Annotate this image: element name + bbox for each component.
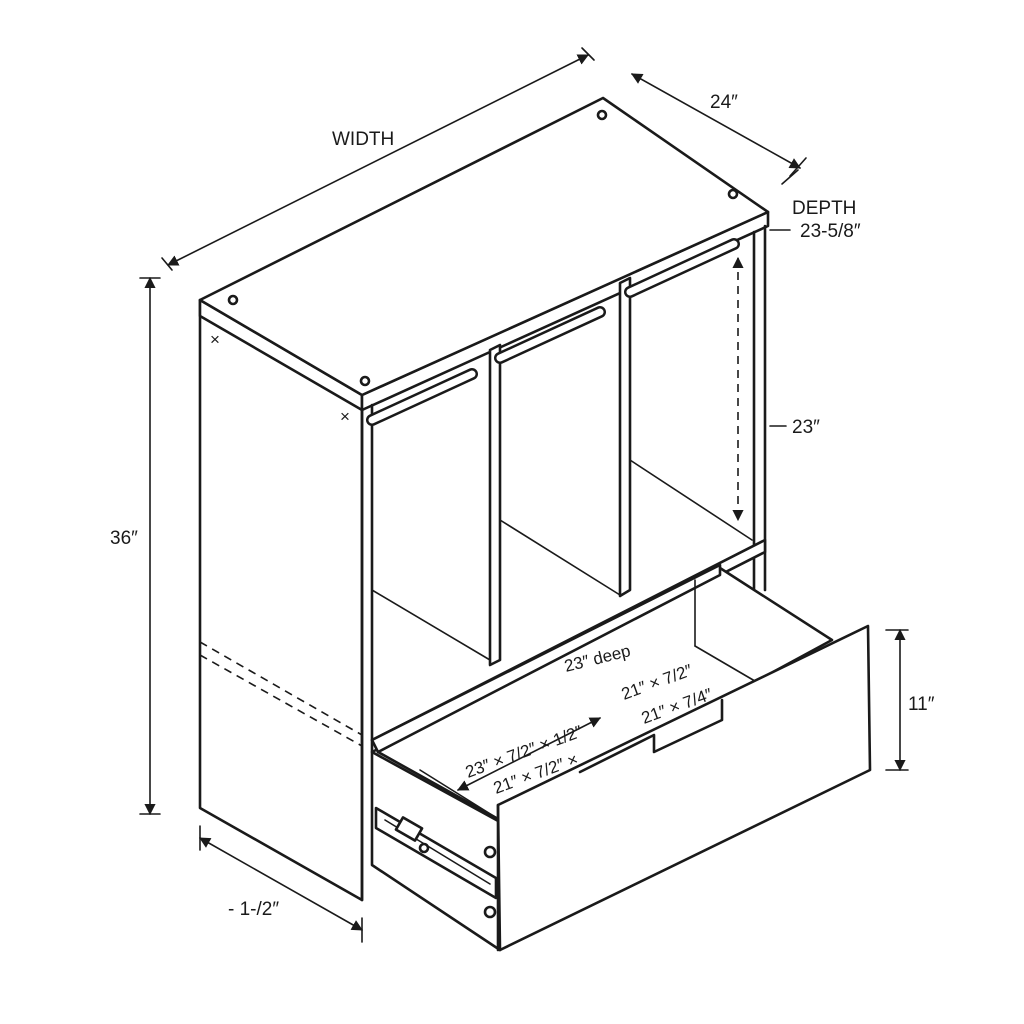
screw-hole-icon <box>227 294 239 306</box>
left-cubby-floor-line <box>371 589 491 661</box>
hanging-rod-left <box>366 368 478 426</box>
divider-left <box>488 343 502 667</box>
x-mark-icon: × <box>210 330 220 349</box>
divider-right-floor-line <box>629 459 753 541</box>
height-label: 36″ <box>110 528 138 549</box>
width-dimension-line <box>166 54 590 266</box>
dimension-lines <box>139 47 909 943</box>
screw-icon <box>483 905 497 919</box>
panel-seam-dashed <box>199 641 363 736</box>
drawer-front <box>496 624 872 952</box>
drawer-inner-edge <box>694 645 761 685</box>
top-depth-label: 24″ <box>710 92 738 113</box>
hanging-rod-right <box>624 238 740 298</box>
depth-value-label: 23-5/8″ <box>800 221 861 242</box>
drawer-slide <box>374 806 498 900</box>
divider-left-floor-line <box>499 519 621 596</box>
drawer <box>370 563 872 952</box>
panel-seam-dashed-lower <box>199 654 363 747</box>
drawer-handle-cutout <box>578 698 724 774</box>
interior-height-label: 23″ <box>792 417 820 438</box>
screw-icon <box>483 845 497 859</box>
screw-hole-icon <box>596 109 608 121</box>
bottom-offset-label: - 1-/2″ <box>228 899 279 920</box>
depth-title-label: DEPTH <box>792 198 856 219</box>
screw-hole-icon <box>727 188 739 200</box>
top-depth-dimension-line <box>631 73 801 169</box>
bottom-dimension-line <box>199 837 363 931</box>
drawer-back <box>370 563 722 754</box>
drawer-side-top-line <box>419 769 501 821</box>
hanging-rod-middle <box>494 306 606 364</box>
screw-hole-icon <box>359 375 371 387</box>
width-label: WIDTH <box>332 129 394 150</box>
drawer-interior-dimension-line <box>457 717 601 791</box>
x-mark-icon: × <box>340 407 350 426</box>
drawer-height-label: 11″ <box>908 694 935 715</box>
divider-right <box>618 276 632 598</box>
